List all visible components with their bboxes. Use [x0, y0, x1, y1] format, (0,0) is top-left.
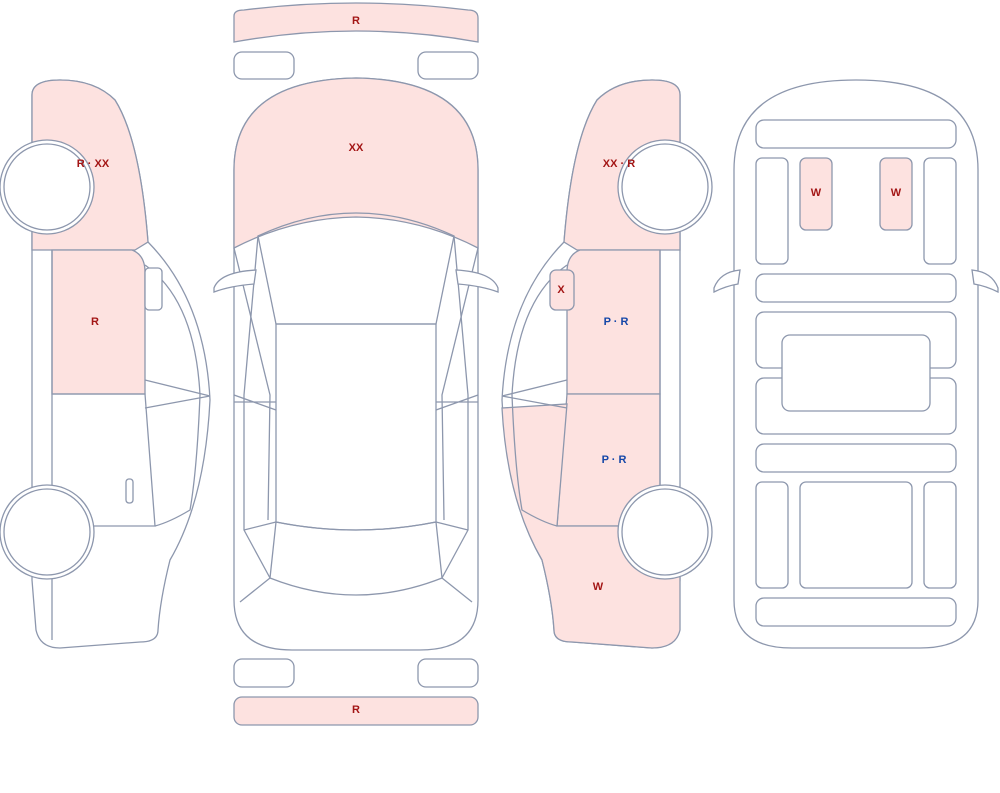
top-view: R XX R: [213, 2, 499, 726]
left-rear-corner: [239, 577, 271, 603]
right-rear-door-code: P · R: [602, 454, 627, 466]
right-door-cut: [435, 394, 479, 411]
cargo-area: [799, 481, 913, 589]
rear-right-door-panel: [923, 481, 957, 589]
front-left-door-panel: [755, 157, 789, 265]
front-right-seat-code: W: [891, 187, 902, 199]
front-right-door-panel: [923, 157, 957, 265]
hood[interactable]: [233, 77, 479, 250]
left-door-cut: [233, 394, 277, 411]
windshield: [257, 212, 455, 325]
interior-view: W W: [713, 79, 999, 649]
right-inner-edge: [441, 247, 479, 521]
hood-code: XX: [349, 142, 364, 154]
front-left-seat[interactable]: [799, 157, 833, 231]
rear-bumper-code: R: [352, 704, 360, 716]
left-side-view: R · XX R: [0, 79, 211, 649]
left-front-door[interactable]: [51, 249, 146, 395]
right-rear-quarter[interactable]: [501, 403, 681, 649]
left-front-wheel[interactable]: [3, 143, 91, 231]
rear-window: [269, 521, 443, 596]
left-front-fender-code: R · XX: [77, 158, 110, 170]
right-side-view: XX · R X P · R P · R W: [501, 79, 713, 649]
right-window-line: [511, 264, 568, 527]
left-mirror[interactable]: [144, 267, 163, 311]
right-mirror-code: X: [557, 284, 565, 296]
center-armrest: [781, 334, 931, 412]
rear-bumper[interactable]: [233, 696, 479, 726]
rear-right-taillight: [417, 658, 479, 688]
front-bumper-code: R: [352, 15, 360, 27]
rear-left-taillight: [233, 658, 295, 688]
right-front-door[interactable]: [566, 249, 661, 395]
left-rear-door-outline: [52, 393, 156, 527]
front-left-headlight: [233, 51, 295, 80]
right-front-fender-code: XX · R: [603, 158, 635, 170]
dashboard: [755, 119, 957, 149]
front-right-headlight: [417, 51, 479, 80]
trunk-sill: [755, 597, 957, 627]
left-window-line: [144, 264, 201, 527]
left-rear-wheel[interactable]: [3, 488, 91, 576]
right-rear-wheel[interactable]: [621, 488, 709, 576]
right-pillar-line: [501, 379, 568, 409]
rear-shelf: [755, 443, 957, 473]
front-bumper[interactable]: [233, 2, 479, 43]
right-rear-corner: [441, 577, 473, 603]
interior-right-mirror: [971, 269, 999, 294]
right-front-door-code: P · R: [604, 316, 629, 328]
right-rear-quarter-code: W: [593, 581, 604, 593]
front-left-seat-code: W: [811, 187, 822, 199]
front-console: [755, 273, 957, 303]
right-front-wheel[interactable]: [621, 143, 709, 231]
interior-left-mirror: [713, 269, 741, 294]
top-left-mirror[interactable]: [213, 269, 257, 293]
left-front-door-code: R: [91, 316, 99, 328]
left-pillar-line: [144, 379, 211, 409]
left-door-handle: [125, 478, 134, 504]
left-inner-edge: [233, 247, 271, 521]
rear-left-door-panel: [755, 481, 789, 589]
right-mirror[interactable]: [549, 269, 575, 311]
top-right-mirror[interactable]: [455, 269, 499, 293]
front-right-seat[interactable]: [879, 157, 913, 231]
